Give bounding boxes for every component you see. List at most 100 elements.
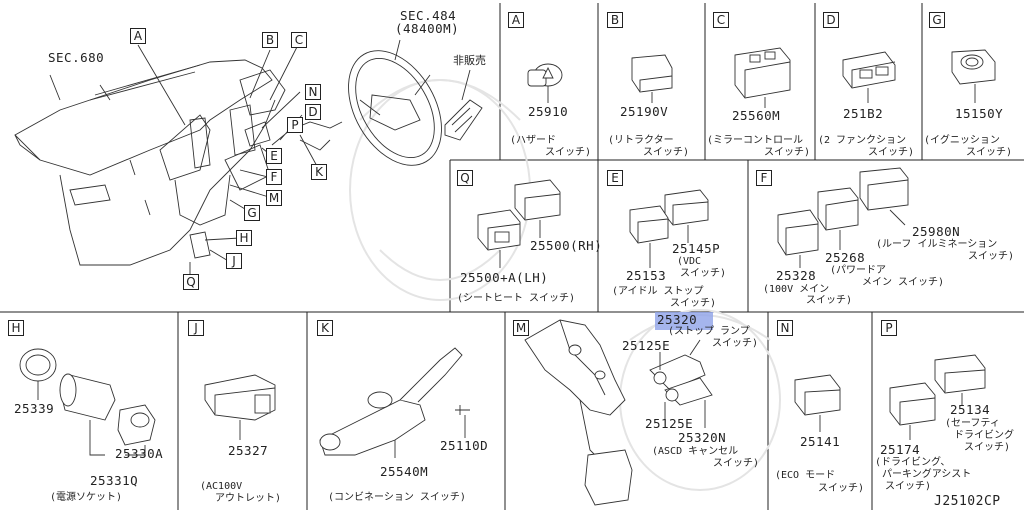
- callout-j[interactable]: J: [226, 253, 242, 269]
- ignition-switch-drawing: [951, 49, 996, 103]
- part-25134: 25134: [950, 402, 991, 417]
- panel-d-letter: D: [823, 12, 839, 28]
- callout-n[interactable]: N: [305, 84, 321, 100]
- 100v-caption-1: (100V メイン: [763, 284, 830, 295]
- power-door-caption-1: (パワードア: [830, 265, 887, 276]
- power-socket-drawing: [19, 348, 156, 456]
- panel-f-letter: F: [756, 170, 772, 186]
- parking-caption-3: スイッチ): [885, 481, 932, 492]
- eco-mode-switch-drawing: [794, 374, 841, 432]
- part-25268: 25268: [825, 250, 866, 265]
- ascd-caption-2: スイッチ): [713, 458, 760, 469]
- ignition-caption-1: (イグニッション: [924, 135, 1000, 146]
- stop-lamp-caption-2: スイッチ): [712, 338, 759, 349]
- part-25190v: 25190V: [620, 104, 669, 119]
- part-25330a: 25330A: [115, 446, 164, 461]
- power-door-caption-2: メイン スイッチ): [862, 277, 945, 288]
- callout-a[interactable]: A: [130, 28, 146, 44]
- part-25125e-lower: 25125E: [645, 416, 694, 431]
- part-25145p: 25145P: [672, 241, 721, 256]
- stop-lamp-caption-1: (ストップ ランプ: [668, 326, 750, 337]
- two-function-caption-1: (2 ファンクション: [818, 135, 907, 146]
- roof-caption-1: (ルーフ イルミネーション: [876, 239, 998, 250]
- 100v-caption-2: スイッチ): [806, 295, 853, 306]
- panel-m-letter: M: [513, 320, 529, 336]
- seat-heat-caption: (シートヒート スイッチ): [457, 293, 576, 304]
- roof-and-power-door-switch-drawing: [777, 167, 909, 268]
- part-25327: 25327: [228, 443, 269, 458]
- panel-p-letter: P: [881, 320, 897, 336]
- callout-p[interactable]: P: [287, 117, 303, 133]
- part-25328: 25328: [776, 268, 817, 283]
- part-25174: 25174: [880, 442, 921, 457]
- part-25320n: 25320N: [678, 430, 727, 445]
- callout-c[interactable]: C: [291, 32, 307, 48]
- part-25110d: 25110D: [440, 438, 489, 453]
- part-25339: 25339: [14, 401, 55, 416]
- retractor-caption-1: (リトラクター: [608, 135, 674, 146]
- two-function-switch-drawing: [842, 51, 896, 103]
- diagram-code: J25102CP: [934, 494, 1001, 509]
- part-25540m: 25540M: [380, 464, 429, 479]
- hazard-caption-1: (ハザード: [510, 135, 557, 146]
- part-25331q: 25331Q: [90, 473, 139, 488]
- eco-caption-1: (ECO モード: [775, 470, 836, 481]
- two-function-caption-2: スイッチ): [868, 147, 915, 158]
- part-25500-rh: 25500(RH): [530, 238, 603, 253]
- safety-driving-switch-drawing: [889, 354, 986, 440]
- combination-switch-drawing: [319, 347, 470, 458]
- sec-484-part: (48400M): [395, 21, 460, 36]
- pedal-assembly-drawing: [524, 319, 713, 506]
- part-25141: 25141: [800, 434, 841, 449]
- callout-m[interactable]: M: [266, 190, 282, 206]
- vdc-caption-1: (VDC: [677, 256, 702, 267]
- callout-f[interactable]: F: [266, 169, 282, 185]
- part-25910: 25910: [528, 104, 569, 119]
- panel-g-letter: G: [929, 12, 945, 28]
- safety-caption-1: (セーフティ: [945, 418, 1000, 429]
- eco-caption-2: スイッチ): [818, 483, 865, 494]
- sec-680-label: SEC.680: [48, 50, 105, 65]
- highlight-25320: [655, 312, 713, 330]
- panel-h-letter: H: [8, 320, 24, 336]
- retractor-caption-2: スイッチ): [643, 147, 690, 158]
- combination-caption: (コンビネーション スイッチ): [328, 492, 466, 503]
- callout-k[interactable]: K: [311, 164, 327, 180]
- callout-d[interactable]: D: [305, 104, 321, 120]
- seat-heat-switch-drawing: [477, 179, 561, 268]
- parking-caption-2: パーキングアシスト: [882, 469, 972, 480]
- callout-e[interactable]: E: [266, 148, 282, 164]
- part-25560m: 25560M: [732, 108, 781, 123]
- part-25153: 25153: [626, 268, 667, 283]
- ac100v-outlet-drawing: [204, 374, 276, 440]
- callout-q[interactable]: Q: [183, 274, 199, 290]
- sec-484-label: SEC.484: [400, 8, 457, 23]
- part-251b2: 251B2: [843, 106, 884, 121]
- mirror-control-drawing: [734, 47, 791, 108]
- panel-c-letter: C: [713, 12, 729, 28]
- parking-caption-1: (ドライビング、: [875, 457, 951, 468]
- safety-caption-2: ドライビング: [954, 430, 1014, 441]
- part-25980n: 25980N: [912, 224, 961, 239]
- hazard-caption-2: スイッチ): [545, 147, 592, 158]
- callout-g[interactable]: G: [244, 205, 260, 221]
- part-25500-a-lh: 25500+A(LH): [460, 270, 549, 285]
- panel-k-letter: K: [317, 320, 333, 336]
- idle-stop-switch-drawing: [629, 189, 709, 268]
- power-socket-caption: (電源ソケット): [50, 492, 123, 503]
- outlet-caption-1: (AC100V: [200, 481, 243, 492]
- idle-stop-caption-2: スイッチ): [670, 298, 717, 309]
- dashboard-drawing: [14, 39, 483, 275]
- callout-b[interactable]: B: [262, 32, 278, 48]
- safety-caption-3: スイッチ): [964, 442, 1011, 453]
- panel-a-letter: A: [508, 12, 524, 28]
- callout-h[interactable]: H: [236, 230, 252, 246]
- part-25125e-upper: 25125E: [622, 338, 671, 353]
- vdc-caption-2: スイッチ): [680, 268, 727, 279]
- panel-b-letter: B: [607, 12, 623, 28]
- mirror-caption-2: スイッチ): [764, 147, 811, 158]
- panel-e-letter: E: [607, 170, 623, 186]
- not-for-sale-label: 非販売: [453, 54, 486, 67]
